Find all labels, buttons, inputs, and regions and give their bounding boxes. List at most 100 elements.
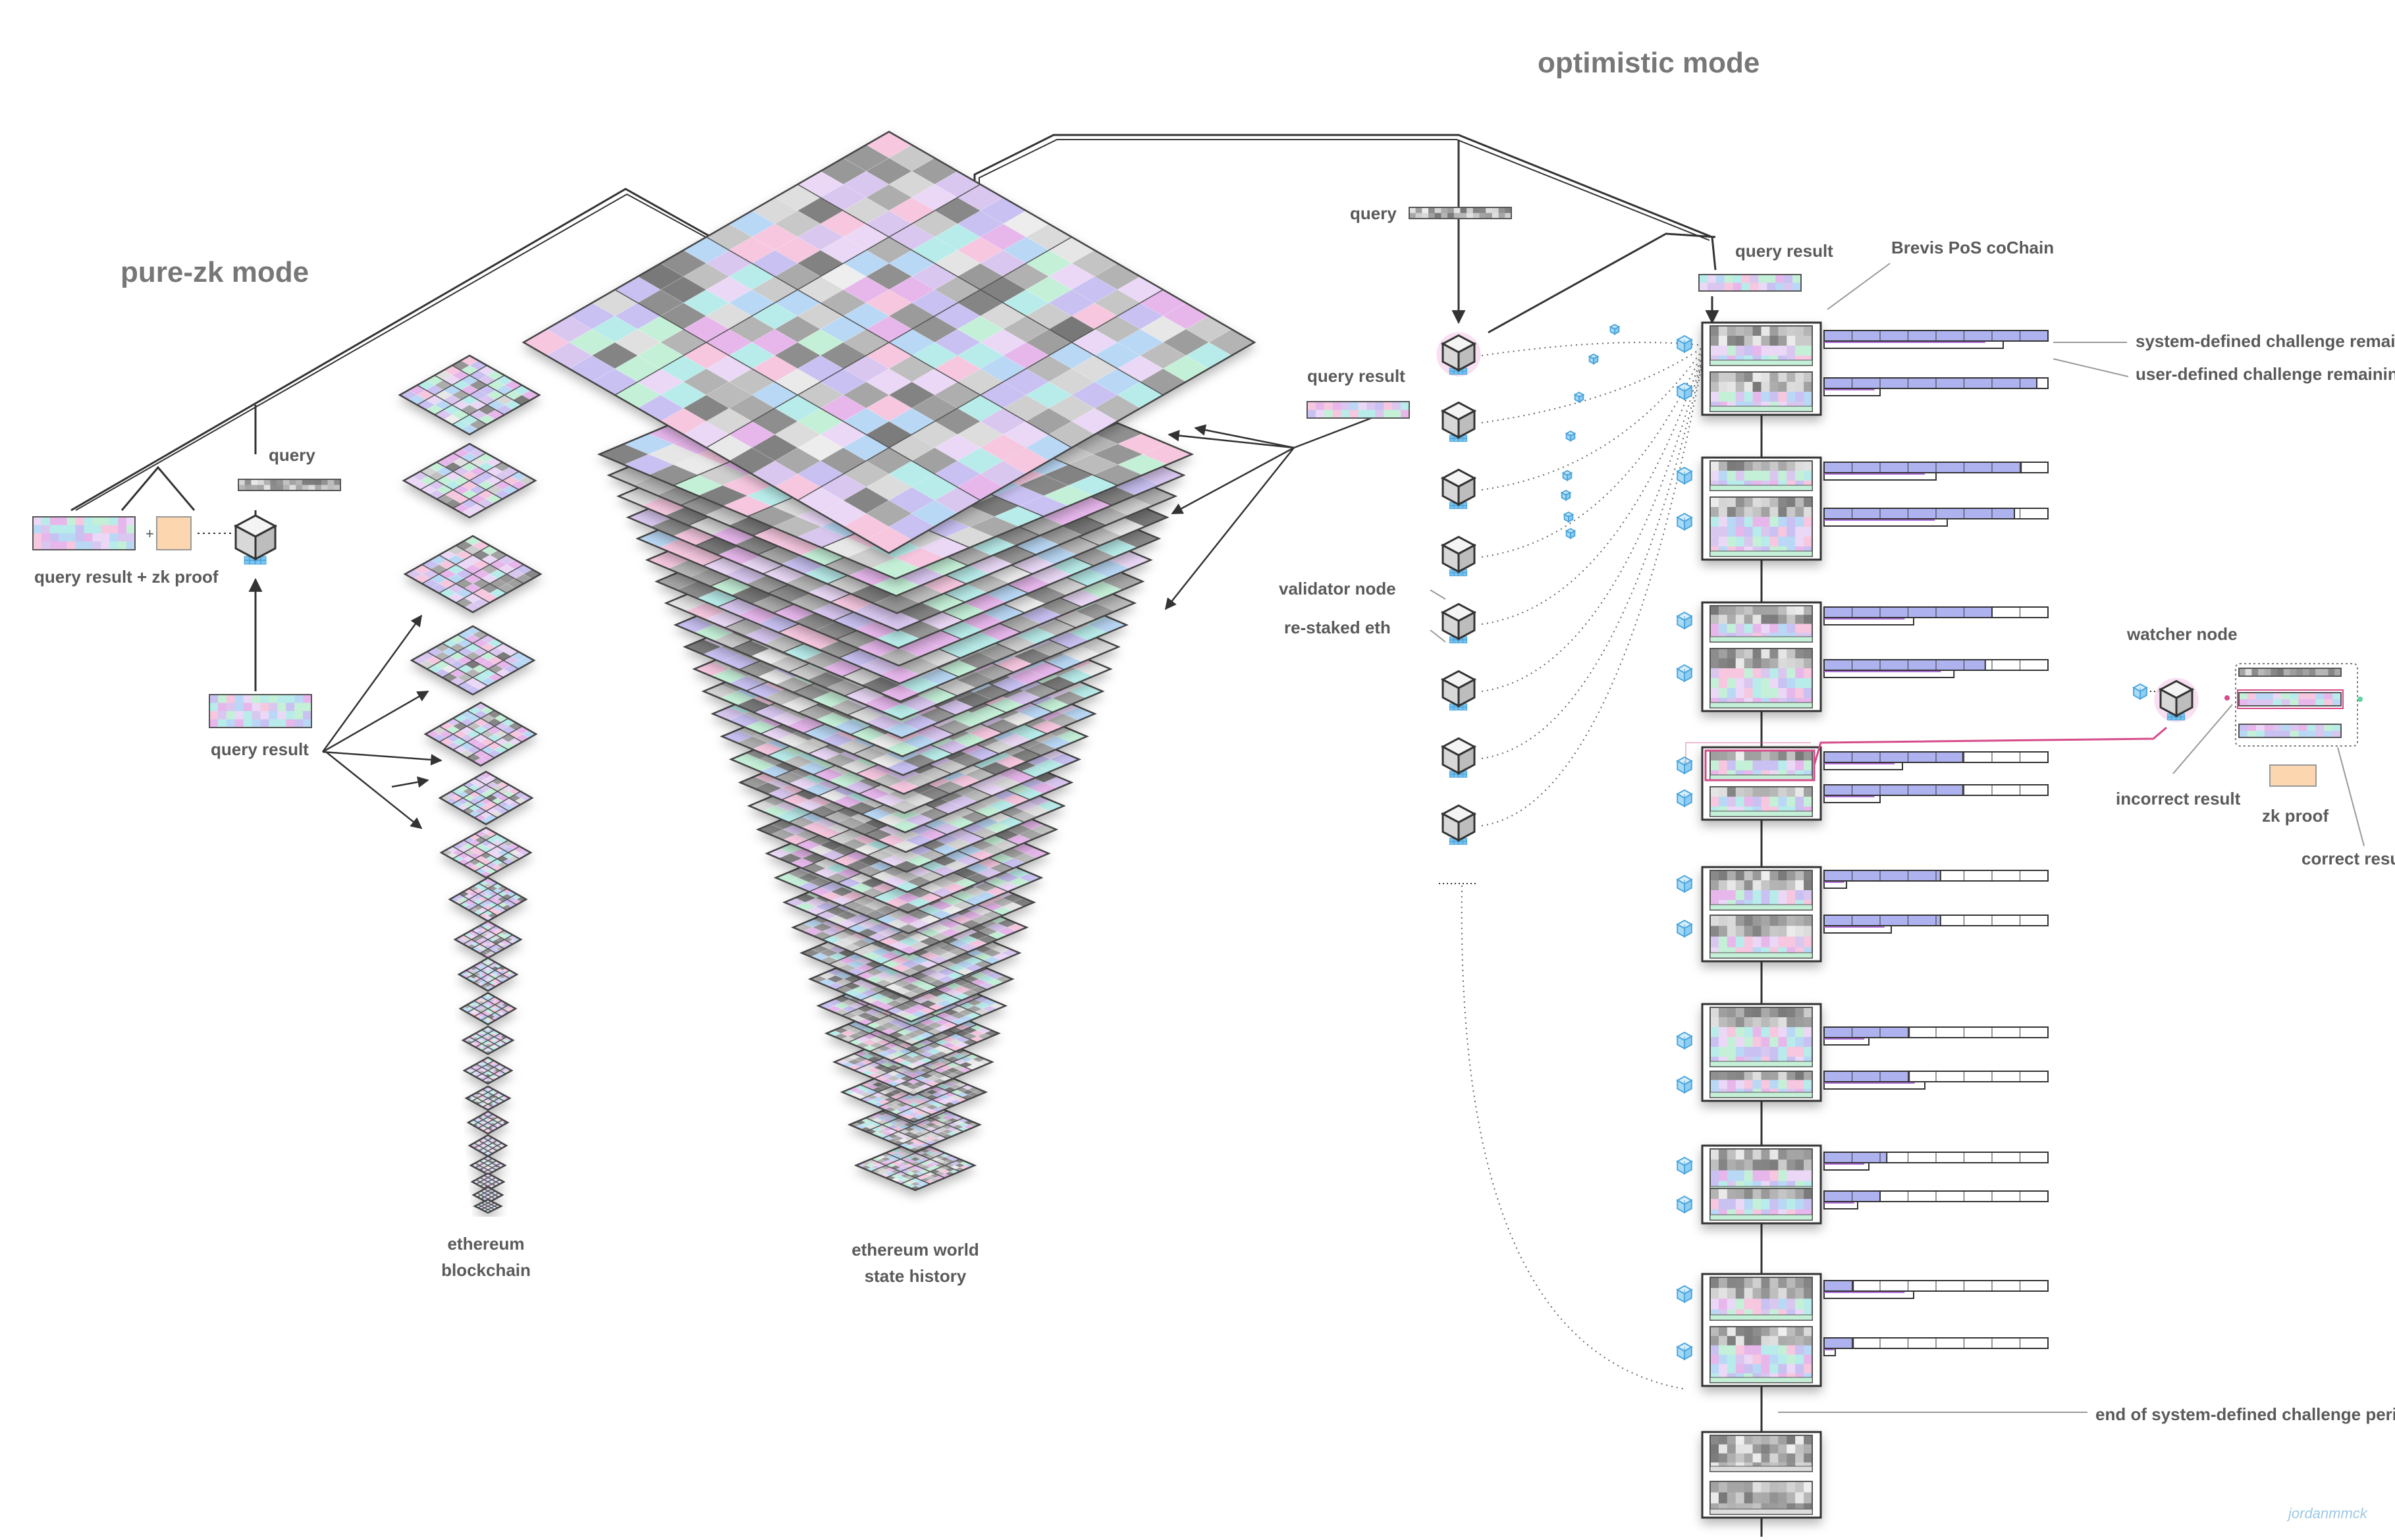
system-challenge-label: system-defined challenge remaining (2136, 331, 2395, 351)
stake-icon (1677, 665, 1692, 681)
block-footer (1710, 637, 1812, 642)
opt-arrow (1195, 428, 1294, 448)
zk-proof-label: zk proof (2262, 806, 2328, 826)
ethereum-blockchain-stack (400, 356, 541, 1213)
zk-arrow (323, 616, 421, 752)
stake-icon (1677, 1032, 1692, 1049)
validator-node-label: validator node (1279, 579, 1396, 598)
block-footer (1710, 1315, 1812, 1320)
stake-icon (1677, 1286, 1692, 1302)
system-bar-fill (1824, 1071, 1909, 1082)
re-staked-eth-label: re-staked eth (1284, 618, 1391, 637)
label-pointer (1430, 630, 1445, 642)
world-state-stack (524, 132, 1254, 1190)
block-footer (1710, 1466, 1812, 1472)
validator-node-cube (1443, 671, 1474, 710)
challenge-bars (1824, 660, 2048, 677)
opt-arrow (1166, 448, 1294, 609)
opt-node-wire (1488, 234, 1715, 332)
stake-icon (1677, 383, 1692, 400)
block-tile (405, 536, 541, 612)
watcher-query (2239, 668, 2342, 677)
watcher-zk-proof-icon (2270, 765, 2316, 786)
stake-icon (1677, 1196, 1692, 1213)
stake-dotted (1482, 346, 1706, 691)
block-result-mosaic (1710, 870, 1813, 911)
stake-icon (1677, 790, 1692, 807)
block-result-mosaic (1710, 372, 1813, 412)
zk-proof-icon (157, 517, 191, 550)
challenge-bars (1824, 607, 2048, 625)
stake-icon (1677, 1076, 1692, 1093)
zk-arrow (326, 752, 421, 828)
block-footer (1710, 551, 1812, 556)
block-tile (400, 356, 539, 435)
system-bar-fill (1824, 462, 2021, 473)
challenge-dotted (1462, 886, 1686, 1389)
query-result-icon (33, 517, 136, 550)
block-footer (1710, 1061, 1812, 1067)
block-tile (404, 444, 535, 518)
system-bar-fill (1824, 1027, 1909, 1038)
query-label-mid: query (1350, 203, 1397, 223)
query-result-icon-chain (1699, 275, 1802, 292)
user-challenge-label: user-defined challenge remaining (2136, 364, 2395, 384)
stake-dotted (1482, 346, 1706, 557)
system-bar-fill (1824, 1338, 1853, 1348)
end-period-label: end of system-defined challenge period (2095, 1404, 2395, 1424)
stake-token-icon (1567, 431, 1575, 440)
block-footer (1710, 905, 1812, 910)
challenge-bars (1824, 752, 2048, 770)
watcher-panel (2134, 664, 2363, 786)
ethereum-label: ethereum (447, 1234, 524, 1254)
block-footer (1710, 406, 1812, 412)
system-bar-fill (1824, 752, 1963, 762)
stake-token-icon (1565, 512, 1573, 521)
zk-arrow (323, 752, 441, 760)
block-tile (425, 703, 536, 766)
block-tile (463, 1026, 513, 1054)
block-footer (1710, 1509, 1812, 1514)
opt-top-wire-2 (979, 140, 1709, 240)
validator-node-cube (1443, 537, 1474, 575)
opt-arrow (1169, 435, 1294, 448)
icon-layer: + (33, 479, 341, 728)
challenge-bars (1824, 378, 2048, 396)
challenge-bars (1824, 1071, 2048, 1089)
block-tile (440, 772, 532, 824)
block-footer (1710, 703, 1812, 708)
zk-node-cube (236, 516, 275, 564)
validator-node-cube (1443, 604, 1474, 643)
label-pointer (2338, 747, 2364, 846)
system-bar-fill (1824, 508, 2014, 519)
stake-token-icon (1567, 529, 1575, 538)
block-footer (1710, 360, 1812, 365)
challenge-bars (1824, 915, 2048, 933)
stake-icon (1677, 876, 1692, 892)
block-result-mosaic (1710, 915, 1813, 959)
stake-token-icon (1575, 392, 1584, 402)
query-result-label-chain: query result (1735, 241, 1833, 261)
block-result-mosaic (1710, 1007, 1813, 1067)
block-result-mosaic (1710, 649, 1813, 708)
query-icon-mid (1409, 207, 1512, 219)
watcher-stake-icon (2134, 684, 2147, 699)
stake-dotted (1482, 346, 1706, 758)
validator-node-cube (1436, 332, 1480, 377)
challenge-bars (1824, 508, 2048, 526)
stake-dotted (1482, 346, 1706, 490)
challenge-bars (1824, 1191, 2048, 1209)
world-state-label-2: state history (865, 1266, 967, 1286)
system-bar-fill (1824, 1152, 1887, 1163)
label-pointer (1827, 263, 1890, 309)
block-tile (441, 828, 531, 878)
blockchain-label: blockchain (441, 1260, 531, 1280)
signature: jordanmmck (2286, 1505, 2368, 1522)
watcher-node-cube (2154, 678, 2198, 722)
optimistic-heading: optimistic mode (1538, 47, 1760, 79)
incorrect-result-label: incorrect result (2116, 789, 2241, 809)
watcher-incorrect-result (2239, 693, 2342, 706)
stake-icon (1677, 1343, 1692, 1360)
stake-token-icon (1562, 491, 1571, 500)
